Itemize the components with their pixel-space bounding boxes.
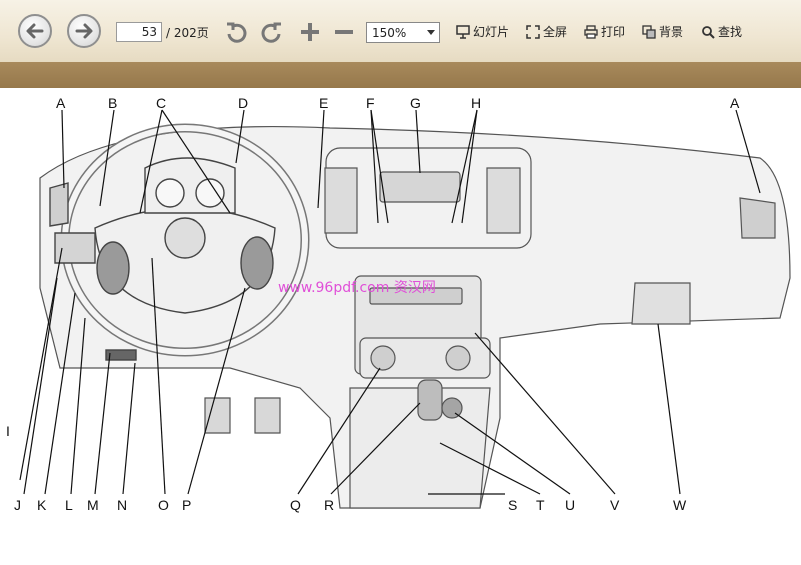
printer-icon	[584, 24, 598, 39]
vent-center-left	[324, 167, 358, 234]
print-button[interactable]: 打印	[584, 23, 625, 40]
top-labels: A B C D E F G H A	[56, 95, 740, 111]
label-l: L	[65, 497, 73, 513]
label-a-left: A	[56, 95, 66, 111]
dashboard-diagram: A B C D E F G H A I J K L M N O P Q R S …	[6, 95, 791, 513]
page-total: / 202页	[166, 26, 209, 40]
label-t: T	[536, 497, 545, 513]
fullscreen-button[interactable]: 全屏	[526, 23, 567, 40]
label-j: J	[14, 497, 21, 513]
radio-display	[369, 287, 463, 305]
cruise-controls-right	[240, 236, 274, 290]
zoom-in-icon[interactable]	[298, 20, 322, 44]
arrow-left-icon	[26, 23, 44, 39]
hood-release	[105, 349, 137, 361]
search-icon	[702, 25, 715, 39]
label-s: S	[508, 497, 517, 513]
slideshow-button[interactable]: 幻灯片	[456, 23, 509, 40]
toolbar: 53 / 202页 150% 幻灯片 全屏 打印 背景 查找	[0, 0, 801, 63]
label-k: K	[37, 497, 47, 513]
back-button[interactable]	[18, 14, 52, 48]
vent-center-right	[486, 167, 521, 234]
find-label: 查找	[718, 25, 743, 39]
label-n: N	[117, 497, 127, 513]
background-button[interactable]: 背景	[642, 23, 683, 40]
bottom-labels: J K L M N O P Q R S T U V W	[14, 497, 687, 513]
info-display	[379, 171, 461, 203]
label-i: I	[6, 423, 10, 439]
label-r: R	[324, 497, 334, 513]
background-label: 背景	[659, 25, 684, 39]
forward-button[interactable]	[67, 14, 101, 48]
label-m: M	[87, 497, 99, 513]
arrow-right-icon	[75, 23, 93, 39]
shift-lever	[417, 379, 443, 421]
vent-right	[739, 197, 776, 239]
pedal-left	[204, 397, 231, 434]
label-f: F	[366, 95, 375, 111]
label-h: H	[471, 95, 481, 111]
label-a-right: A	[730, 95, 740, 111]
label-p: P	[182, 497, 191, 513]
slideshow-label: 幻灯片	[473, 25, 510, 39]
zoom-out-icon[interactable]	[332, 20, 356, 44]
label-u: U	[565, 497, 575, 513]
label-c: C	[156, 95, 166, 111]
rotate-right-icon[interactable]	[258, 20, 284, 46]
speedometer	[195, 178, 225, 208]
zoom-value: 150%	[372, 26, 407, 40]
horn-pad	[164, 217, 206, 259]
fullscreen-icon	[526, 24, 540, 39]
background-icon	[642, 24, 656, 39]
callout-lines	[19, 109, 761, 495]
audio-controls-left	[96, 241, 130, 295]
toolbar-shadow-band	[0, 62, 801, 88]
headlamp-switch	[54, 232, 96, 264]
rotate-left-icon[interactable]	[224, 20, 250, 46]
watermark: www.96pdf.com 资汉网	[278, 280, 436, 296]
climate-knob-left	[370, 345, 396, 371]
label-g: G	[410, 95, 421, 111]
zoom-select[interactable]: 150%	[366, 22, 440, 43]
chevron-down-icon	[427, 30, 435, 35]
print-label: 打印	[601, 25, 626, 39]
climate-knob-right	[445, 345, 471, 371]
glovebox-handle	[631, 282, 691, 325]
find-button[interactable]: 查找	[701, 23, 742, 40]
vent-left	[49, 182, 69, 227]
power-outlet	[441, 397, 463, 419]
label-e: E	[319, 95, 328, 111]
label-v: V	[610, 497, 620, 513]
page-number-input[interactable]: 53	[116, 22, 162, 42]
label-w: W	[673, 497, 687, 513]
tachometer	[155, 178, 185, 208]
label-b: B	[108, 95, 117, 111]
pedal-right	[254, 397, 281, 434]
projector-icon	[456, 24, 470, 39]
fullscreen-label: 全屏	[543, 25, 568, 39]
label-d: D	[238, 95, 248, 111]
label-o: O	[158, 497, 169, 513]
label-q: Q	[290, 497, 301, 513]
